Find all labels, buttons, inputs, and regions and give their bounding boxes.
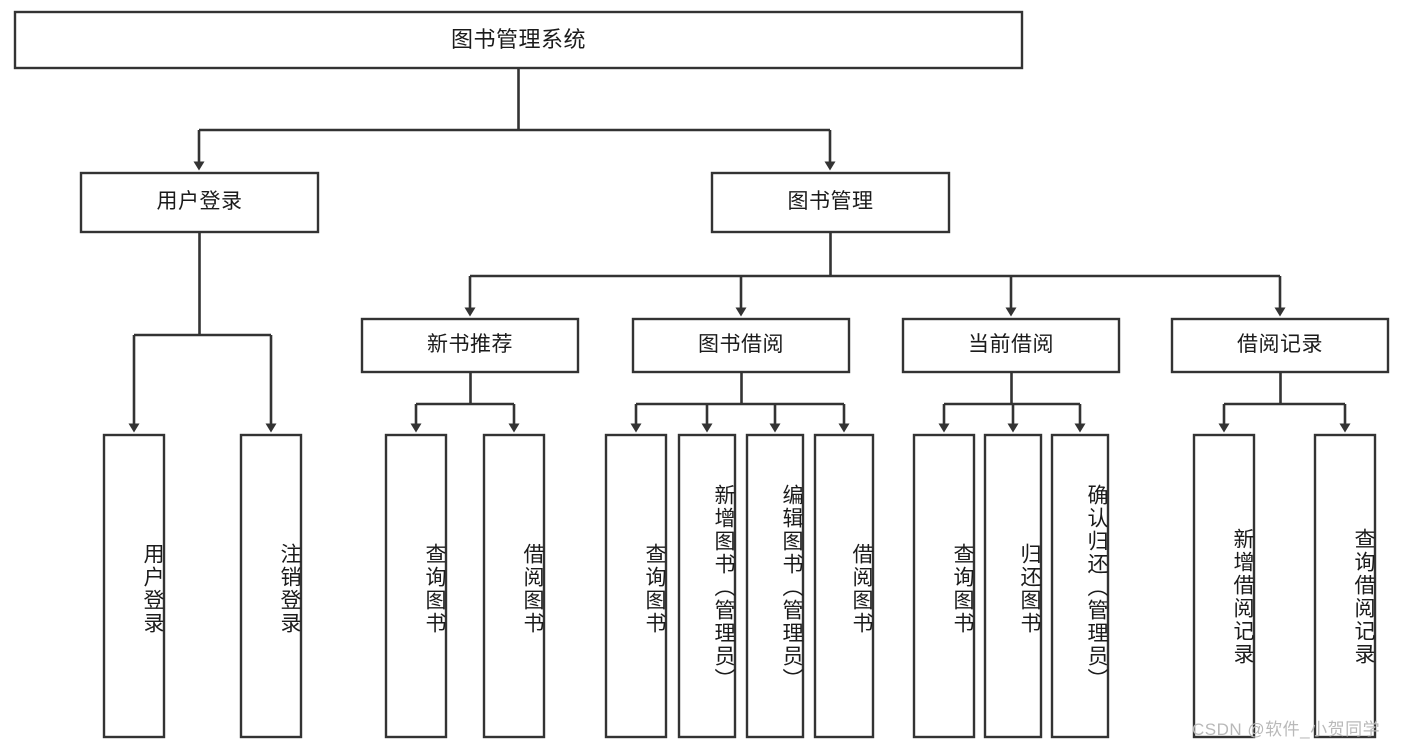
node-box-book-manage <box>710 171 951 234</box>
node-box-leaf-user-login <box>102 433 166 739</box>
node-box-current-borrow <box>901 317 1121 374</box>
node-box-leaf-borrow-book-1 <box>482 433 546 739</box>
node-box-leaf-borrow-book-2 <box>813 433 875 739</box>
node-box-leaf-logout-login <box>239 433 303 739</box>
node-box-new-book-recommend <box>360 317 580 374</box>
node-box-user-login <box>79 171 320 234</box>
node-box-leaf-query-record <box>1313 433 1377 739</box>
node-box-leaf-confirm-return <box>1050 433 1110 739</box>
node-box-leaf-add-record <box>1192 433 1256 739</box>
node-box-book-borrow <box>631 317 851 374</box>
node-box-leaf-return-book <box>983 433 1043 739</box>
node-box-leaf-add-book <box>677 433 737 739</box>
node-box-leaf-query-book-1 <box>384 433 448 739</box>
node-box-leaf-query-book-3 <box>912 433 976 739</box>
node-box-leaf-edit-book <box>745 433 805 739</box>
node-box-borrow-record <box>1170 317 1390 374</box>
node-box-root <box>13 10 1024 70</box>
node-box-leaf-query-book-2 <box>604 433 668 739</box>
